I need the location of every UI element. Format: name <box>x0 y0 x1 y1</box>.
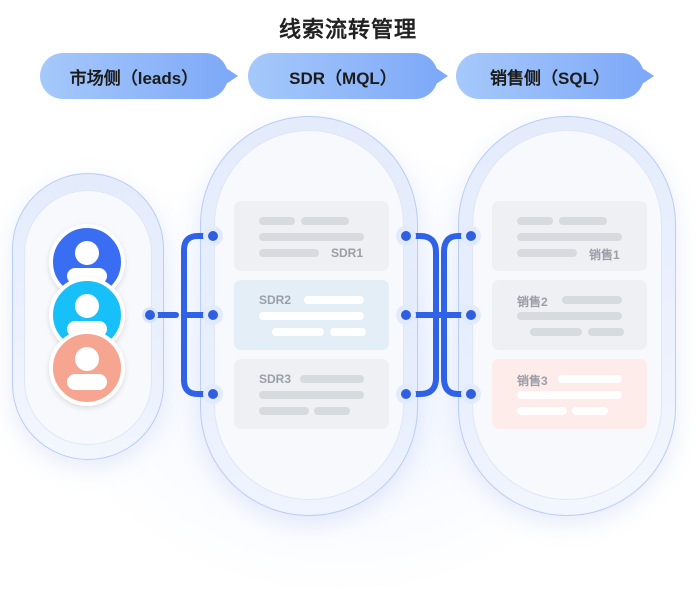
sdr-output-node-3 <box>396 384 416 404</box>
sdr-card-label: SDR1 <box>331 246 364 260</box>
sales-input-node-1 <box>461 226 481 246</box>
sdr-card-label: SDR2 <box>259 293 292 307</box>
user-icon <box>75 347 99 371</box>
stage-label-market: 市场侧（leads） <box>69 68 199 88</box>
sales-card-label: 销售1 <box>589 248 620 262</box>
sales-input-node-2 <box>461 305 481 325</box>
sdr-input-node-1 <box>203 226 223 246</box>
stage-bubble-sales: 销售侧（SQL） <box>456 53 654 99</box>
sales-card-3: 销售3 <box>492 359 647 429</box>
user-icon <box>75 294 99 318</box>
user-icon <box>75 241 99 265</box>
diagram-title: 线索流转管理 <box>278 17 417 42</box>
sales-card-label: 销售3 <box>517 374 548 388</box>
sdr-card-3: SDR3 <box>234 359 389 429</box>
stage-bubble-market: 市场侧（leads） <box>40 53 238 99</box>
sdr-output-node-2 <box>396 305 416 325</box>
bubble-tail-icon <box>436 68 448 84</box>
sales-card-1: 销售1 <box>492 201 647 271</box>
stage-label-sales: 销售侧（SQL） <box>490 68 610 88</box>
sales-card-2: 销售2 <box>492 280 647 350</box>
sdr-card-label: SDR3 <box>259 372 292 386</box>
market-output-node <box>142 307 158 323</box>
bubble-tail-icon <box>226 68 238 84</box>
sales-input-node-3 <box>461 384 481 404</box>
sales-card-label: 销售2 <box>517 295 548 309</box>
sdr-input-node-2 <box>203 305 223 325</box>
sdr-input-node-3 <box>203 384 223 404</box>
sdr-output-node-1 <box>396 226 416 246</box>
sdr-card-2: SDR2 <box>234 280 389 350</box>
bubble-tail-icon <box>642 68 654 84</box>
sdr-card-1: SDR1 <box>234 201 389 271</box>
stage-label-sdr: SDR（MQL） <box>289 68 397 88</box>
stage-bubble-sdr: SDR（MQL） <box>248 53 448 99</box>
lead-avatar-salmon <box>49 330 125 406</box>
